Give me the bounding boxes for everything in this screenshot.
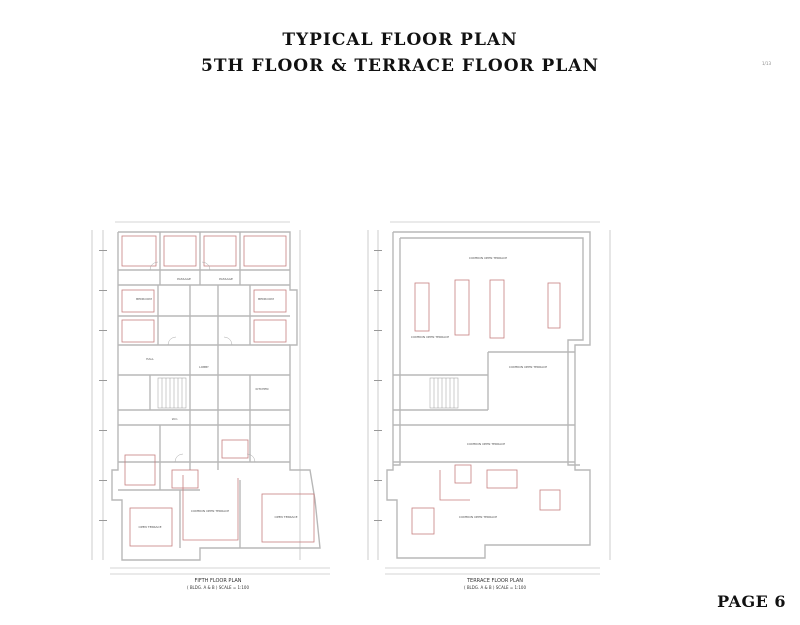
open-terrace-right-label: OPEN TERRACE	[274, 515, 297, 519]
terrace-top-label: COMMON OPEN TERRACE	[469, 256, 507, 260]
terrace-center-label: COMMON OPEN TERRACE	[467, 442, 505, 446]
page-number: PAGE 6	[717, 592, 786, 611]
open-terrace-left-label: OPEN TERRACE	[138, 525, 161, 529]
fifth-floor-caption: FIFTH FLOOR PLAN	[194, 578, 241, 584]
corner-note: 1/13	[762, 61, 771, 66]
bedroom-label-right: BEDROOM	[258, 297, 274, 301]
fifth-floor-scale: ( BLDG. A & B ) SCALE = 1:100	[187, 585, 249, 590]
bedroom-label: BEDROOM	[136, 297, 152, 301]
terrace-floor-caption: TERRACE FLOOR PLAN	[466, 578, 523, 584]
document-title: TYPICAL FLOOR PLAN	[282, 30, 518, 50]
kitchen-label: KITCHEN	[256, 387, 269, 391]
passage-label: PASSAGE	[177, 277, 191, 281]
document-subtitle: 5TH FLOOR & TERRACE FLOOR PLAN	[200, 56, 600, 76]
fifth-floor-plan: PASSAGE PASSAGE LOBBY BEDROOM BEDROOM HA…	[91, 221, 330, 590]
common-terrace-label: COMMON OPEN TERRACE	[191, 509, 229, 513]
toilet-label: W.C.	[172, 417, 179, 421]
terrace-floor-scale: ( BLDG. A & B ) SCALE = 1:100	[464, 585, 526, 590]
terrace-bottom-label: COMMON OPEN TERRACE	[459, 515, 497, 519]
passage-label-right: PASSAGE	[219, 277, 233, 281]
terrace-mid-right-label: COMMON OPEN TERRACE	[509, 365, 547, 369]
lobby-label: LOBBY	[199, 365, 209, 369]
terrace-mid-left-label: COMMON OPEN TERRACE	[411, 335, 449, 339]
terrace-floor-plan: COMMON OPEN TERRACE COMMON OPEN TERRACE …	[367, 221, 611, 590]
hall-label: HALL	[146, 357, 154, 361]
